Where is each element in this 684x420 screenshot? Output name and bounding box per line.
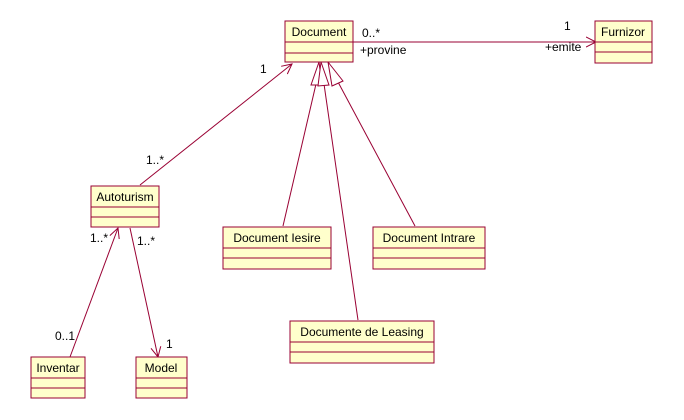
class-name-documente-leasing: Documente de Leasing <box>300 325 423 339</box>
class-name-document-intrare: Document Intrare <box>383 231 476 245</box>
class-name-model: Model <box>145 361 178 375</box>
class-name-document: Document <box>292 25 347 39</box>
inheritance-arrow-icon <box>327 61 344 87</box>
multiplicity-document-autoturism-document: 1 <box>260 62 267 76</box>
multiplicity-document-autoturism-autoturism: 1..* <box>146 153 164 167</box>
class-document-iesire[interactable]: Document Iesire <box>222 226 332 270</box>
multiplicity-document-furnizor-document: 0..* <box>362 26 380 40</box>
connectors <box>69 42 596 358</box>
association-autoturism-document <box>139 64 292 186</box>
multiplicity-autoturism-inventar-autoturism: 1..* <box>90 231 108 245</box>
multiplicity-autoturism-model-model: 1 <box>166 337 173 351</box>
class-name-furnizor: Furnizor <box>601 25 645 39</box>
multiplicity-autoturism-model-autoturism: 1..* <box>137 234 155 248</box>
class-furnizor[interactable]: Furnizor <box>594 20 653 64</box>
class-autoturism[interactable]: Autoturism <box>90 185 160 228</box>
multiplicity-document-furnizor-furnizor: 1 <box>564 19 571 33</box>
class-documente-leasing[interactable]: Documente de Leasing <box>289 320 435 364</box>
class-name-inventar: Inventar <box>36 361 79 375</box>
multiplicity-autoturism-inventar-inventar: 0..1 <box>55 329 75 343</box>
generalization-leasing-document <box>323 83 359 321</box>
generalization-intrare-document <box>337 81 416 227</box>
association-autoturism-inventar <box>69 228 118 358</box>
class-name-autoturism: Autoturism <box>96 190 153 204</box>
class-inventar[interactable]: Inventar <box>30 356 86 399</box>
class-model[interactable]: Model <box>135 356 188 399</box>
inheritance-arrow-icon <box>317 61 330 87</box>
role-provine: +provine <box>360 43 407 57</box>
generalization-heads <box>310 61 344 87</box>
class-document[interactable]: Document <box>284 20 354 63</box>
role-emite: +emite <box>545 40 582 54</box>
association-autoturism-model <box>129 227 158 357</box>
association-labels: 0..* +provine 1 +emite 1 1..* 1..* 0..1 … <box>55 19 582 351</box>
class-name-document-iesire: Document Iesire <box>233 231 321 245</box>
generalization-iesire-document <box>282 83 317 227</box>
class-document-intrare[interactable]: Document Intrare <box>372 226 486 270</box>
